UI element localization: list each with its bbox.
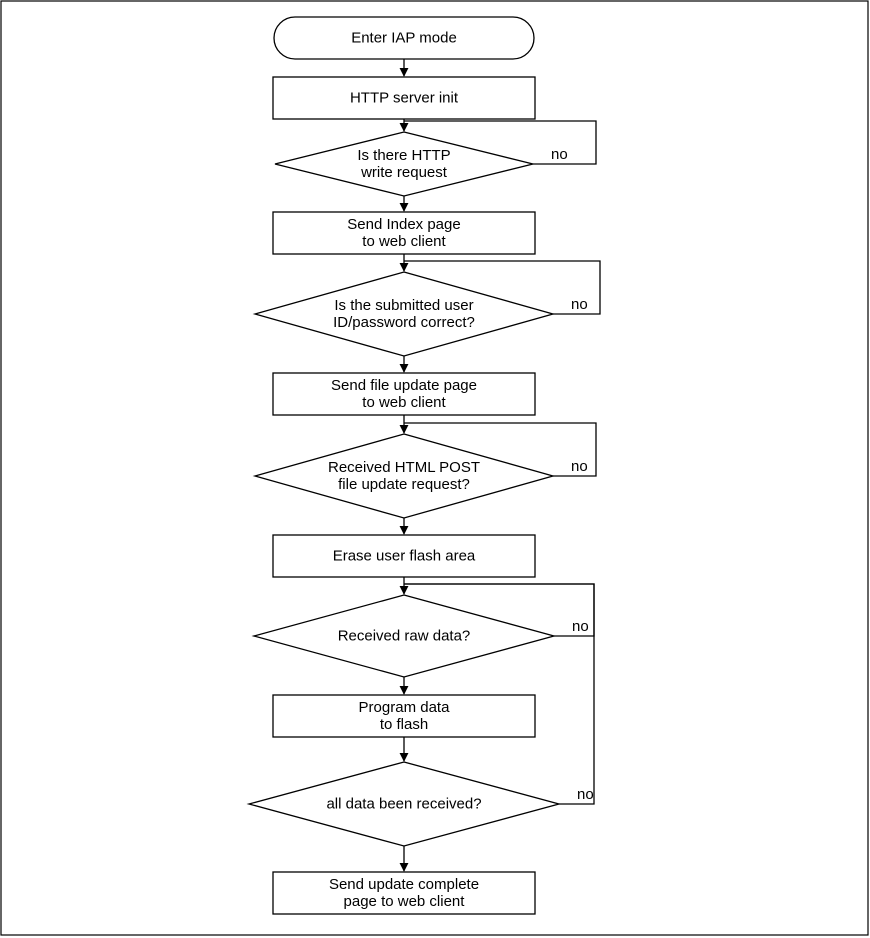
node-label-line: Program data: [359, 699, 451, 716]
node-label-line: Received raw data?: [338, 628, 471, 645]
node-label-line: Received HTML POST: [328, 459, 480, 476]
process-shape: [272, 871, 536, 915]
process-shape: [272, 694, 536, 738]
edge-all-received-to-raw-data: no: [404, 583, 595, 805]
node-label-line: to flash: [380, 716, 428, 733]
node-erase-flash: Erase user flash area: [272, 534, 536, 578]
edges-layer: no no no no no: [399, 59, 601, 872]
loop-connector: [404, 260, 601, 315]
process-shape: [272, 372, 536, 416]
decision-shape: [252, 271, 556, 357]
node-label-line: all data been received?: [326, 796, 481, 813]
node-all-received: all data been received?: [246, 761, 562, 847]
decision-shape: [251, 594, 557, 678]
node-label-line: file update request?: [338, 476, 470, 493]
process-shape: [272, 211, 536, 255]
node-label-line: ID/password correct?: [333, 314, 475, 331]
process-shape: [272, 534, 536, 578]
node-label-line: Send update complete: [329, 876, 479, 893]
loop-connector: [404, 120, 597, 165]
node-label-line: Is there HTTP: [357, 147, 450, 164]
edge-label-no: no: [572, 618, 589, 635]
node-label-line: to web client: [362, 394, 446, 411]
node-label-line: Send Index page: [347, 216, 460, 233]
edge-post-request-to-post-request: no: [404, 422, 597, 477]
node-label-line: to web client: [362, 233, 446, 250]
node-label-line: Erase user flash area: [333, 548, 476, 565]
node-raw-data: Received raw data?: [251, 594, 557, 678]
node-label-line: HTTP server init: [350, 90, 459, 107]
edge-label-no: no: [571, 296, 588, 313]
edge-label-no: no: [551, 146, 568, 163]
decision-shape: [246, 761, 562, 847]
node-label-line: Send file update page: [331, 377, 477, 394]
loop-connector: [404, 583, 595, 805]
node-label-line: write request: [360, 164, 448, 181]
decision-shape: [274, 131, 534, 197]
node-label-line: page to web client: [344, 893, 466, 910]
node-http-init: HTTP server init: [272, 76, 536, 120]
node-label-line: Enter IAP mode: [351, 30, 457, 47]
node-label-line: Is the submitted user: [334, 297, 473, 314]
edge-label-no: no: [577, 786, 594, 803]
edge-http-write-to-http-write: no: [404, 120, 597, 165]
decision-shape: [252, 433, 556, 519]
terminal-shape: [273, 16, 535, 60]
edge-check-pwd-to-check-pwd: no: [404, 260, 601, 315]
node-start: Enter IAP mode: [273, 16, 535, 60]
loop-connector: [404, 422, 597, 477]
edge-label-no: no: [571, 458, 588, 475]
process-shape: [272, 76, 536, 120]
